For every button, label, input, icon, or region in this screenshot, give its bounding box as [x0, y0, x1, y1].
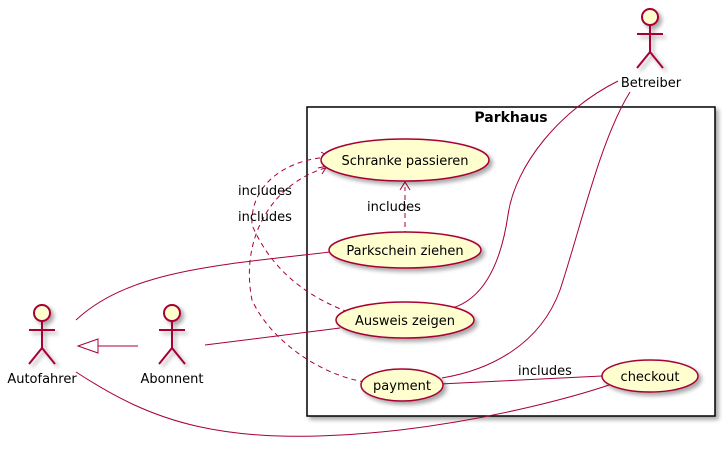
actor-abonnent: Abonnent — [141, 304, 204, 387]
assoc-autofahrer-parkschein — [75, 251, 331, 321]
include-payment-schranke — [248, 167, 366, 383]
actor-label: Abonnent — [141, 372, 204, 387]
usecase-label: checkout — [621, 370, 680, 385]
usecase-checkout: checkout — [601, 359, 699, 393]
system-title: Parkhaus — [474, 110, 547, 126]
include-label-ausweis: includes — [238, 184, 292, 199]
assoc-payment-checkout — [439, 375, 603, 385]
usecase-label: Schranke passieren — [341, 154, 468, 169]
usecase-schranke-passieren: Schranke passieren — [320, 138, 490, 182]
assoc-autofahrer-checkout — [75, 371, 613, 437]
arrowhead-parkschein-schranke — [399, 181, 411, 191]
usecase-label: Parkschein ziehen — [346, 244, 463, 259]
assoc-abonnent-ausweis — [204, 327, 341, 346]
generalization-abonnent-autofahrer — [76, 338, 138, 354]
assoc-betreiber-ausweis — [451, 80, 619, 309]
actor-label: Autofahrer — [7, 372, 77, 387]
usecase-label: payment — [373, 379, 431, 394]
include-label-payment: includes — [238, 210, 292, 225]
include-ausweis-schranke — [251, 156, 349, 313]
usecase-payment: payment — [360, 368, 444, 402]
usecase-ausweis-zeigen: Ausweis zeigen — [335, 301, 475, 339]
include-label-checkout: includes — [518, 364, 572, 379]
actor-label: Betreiber — [621, 76, 682, 91]
actor-betreiber: Betreiber — [621, 8, 682, 91]
usecase-label: Ausweis zeigen — [355, 314, 455, 329]
assoc-betreiber-payment — [441, 91, 631, 379]
include-label-parkschein: includes — [367, 200, 421, 215]
usecase-parkschein-ziehen: Parkschein ziehen — [328, 231, 482, 269]
actor-autofahrer: Autofahrer — [7, 304, 77, 387]
